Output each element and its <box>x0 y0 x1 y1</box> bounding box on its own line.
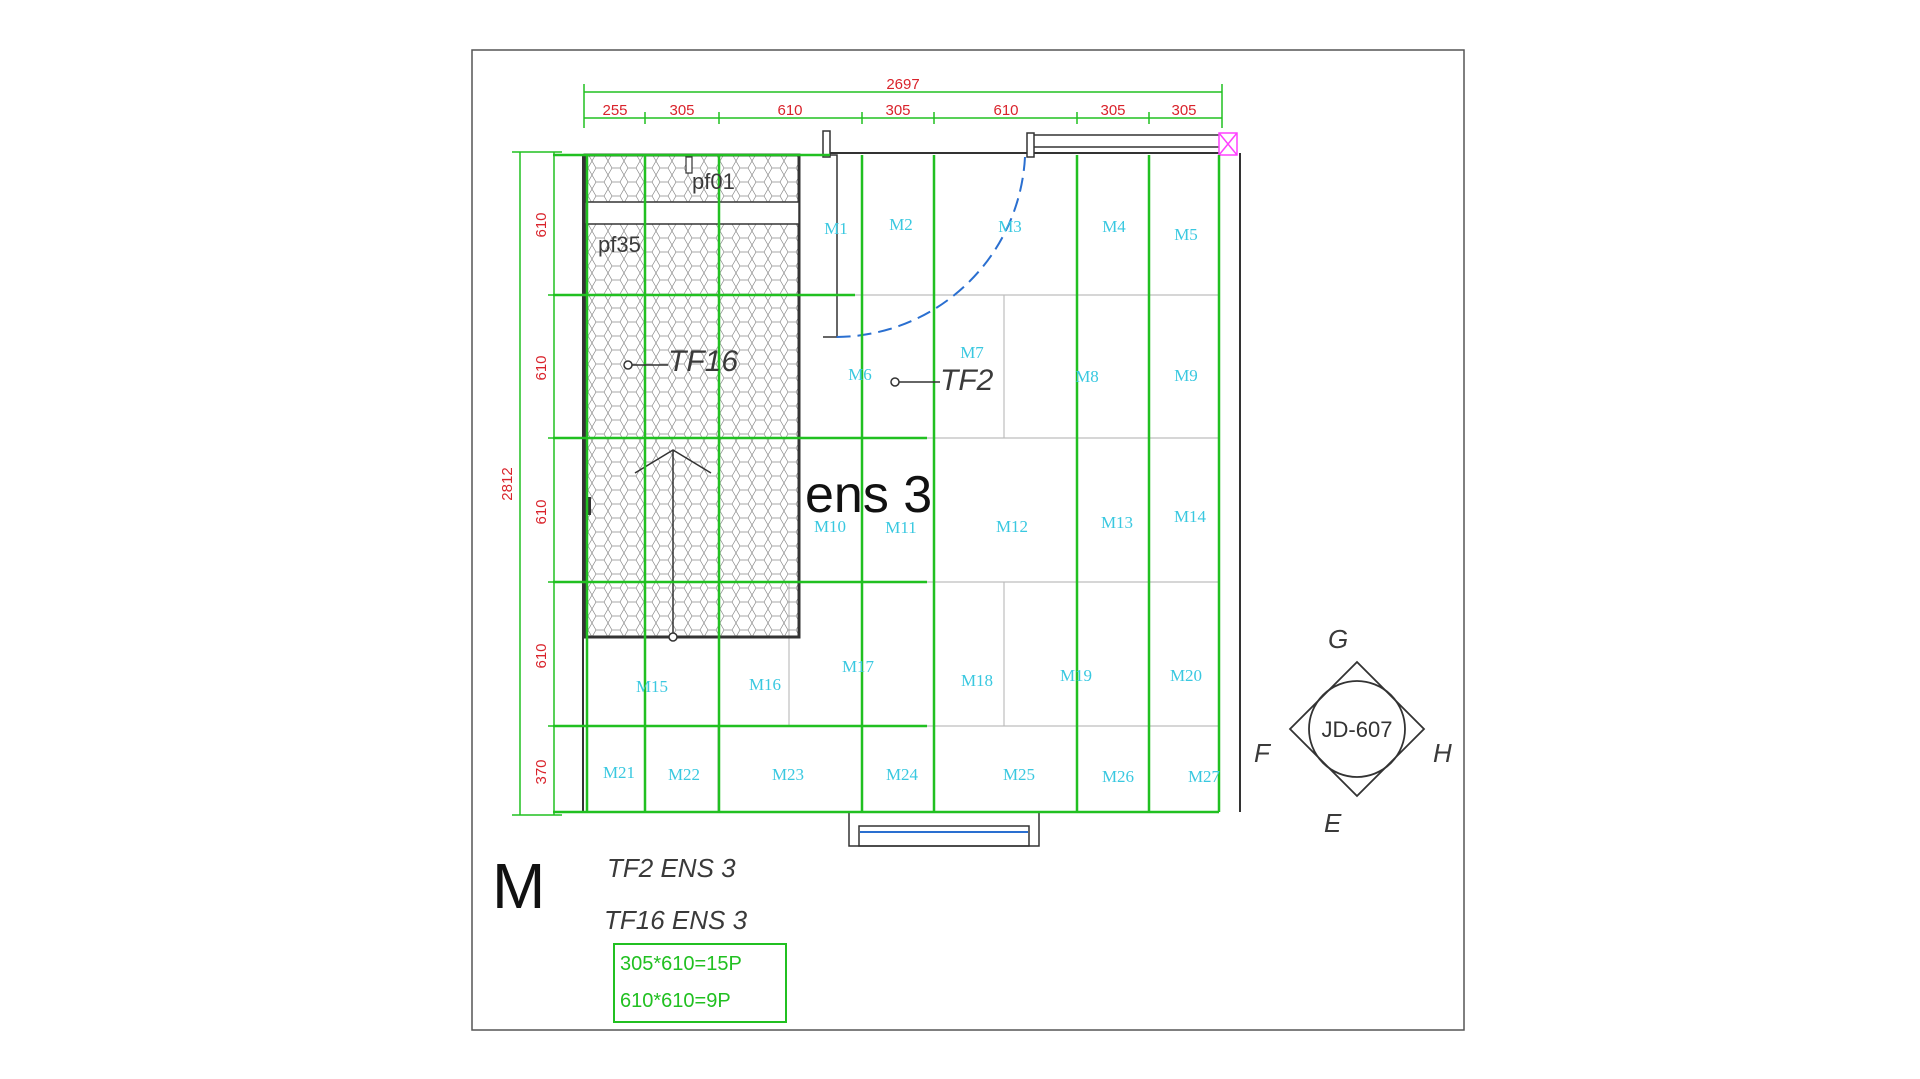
tile-label: M9 <box>1174 366 1198 385</box>
tile-label: M26 <box>1102 767 1134 786</box>
compass: JD-607 G F H E <box>1254 624 1452 838</box>
window <box>848 811 1040 847</box>
tile-label: M8 <box>1075 367 1099 386</box>
tile-label: M15 <box>636 677 668 696</box>
legend-line-2: 610*610=9P <box>620 990 731 1012</box>
tile-label: M11 <box>885 518 917 537</box>
tile-label: M13 <box>1101 513 1133 532</box>
dimension-top-5: 610 <box>993 102 1018 119</box>
tile-label: M20 <box>1170 666 1202 685</box>
compass-bottom-letter: E <box>1324 808 1342 838</box>
tf2-marker <box>890 377 900 387</box>
room-label: ens 3 <box>805 466 932 524</box>
dimension-top-6: 305 <box>1100 102 1125 119</box>
dimension-top-4: 305 <box>885 102 910 119</box>
tile-label: M7 <box>960 343 984 362</box>
compass-code: JD-607 <box>1322 717 1393 742</box>
top-dimension-lines <box>583 84 1223 128</box>
pf35-label: pf35 <box>598 232 641 257</box>
tile-label: M10 <box>814 517 846 536</box>
tile-label: M2 <box>889 215 913 234</box>
tile-label: M1 <box>824 219 848 238</box>
dimension-top-2: 305 <box>669 102 694 119</box>
tile-label: M22 <box>668 765 700 784</box>
shower-area <box>583 153 801 642</box>
tile-label: M17 <box>842 657 875 676</box>
dimension-top-1: 255 <box>602 102 627 119</box>
tile-label: M4 <box>1102 217 1126 236</box>
tile-label: M27 <box>1188 767 1221 786</box>
dimension-left-4: 610 <box>533 643 550 668</box>
dimension-left-3: 610 <box>533 499 550 524</box>
pf01-label: pf01 <box>692 169 735 194</box>
sheet-frame <box>471 49 1465 1031</box>
tile-label: M18 <box>961 671 993 690</box>
dimension-left-2: 610 <box>533 355 550 380</box>
tile-label: M25 <box>1003 765 1035 784</box>
tile-label: M12 <box>996 517 1028 536</box>
tile-label: M3 <box>998 217 1022 236</box>
dimension-total-width: 2697 <box>886 76 919 93</box>
compass-right-letter: H <box>1433 738 1452 768</box>
left-dimension-lines <box>512 151 562 816</box>
door <box>834 132 1238 339</box>
tile-label: M24 <box>886 765 919 784</box>
dimension-top-3: 610 <box>777 102 802 119</box>
tf16-label: TF16 <box>668 345 738 378</box>
glass-panel <box>822 130 838 338</box>
dimension-left-5: 370 <box>533 759 550 784</box>
tile-label: M5 <box>1174 225 1198 244</box>
tile-label: M14 <box>1174 507 1207 526</box>
tile-label: M16 <box>749 675 781 694</box>
dimension-total-height: 2812 <box>499 467 516 500</box>
dimension-left-1: 610 <box>533 212 550 237</box>
compass-left-letter: F <box>1254 738 1272 768</box>
tf16-marker <box>623 360 633 370</box>
note-tf2: TF2 ENS 3 <box>607 853 736 883</box>
tile-label: M6 <box>848 365 872 384</box>
sheet-letter: M <box>492 850 545 922</box>
legend-box <box>613 943 787 1023</box>
compass-top-letter: G <box>1328 624 1348 654</box>
legend-line-1: 305*610=15P <box>620 953 742 975</box>
tile-label: M19 <box>1060 666 1092 685</box>
tile-label: M21 <box>603 763 635 782</box>
tile-grid <box>553 153 1221 814</box>
note-tf16: TF16 ENS 3 <box>604 905 748 935</box>
tf2-label: TF2 <box>940 364 994 397</box>
dimension-top-7: 305 <box>1171 102 1196 119</box>
tile-label: M23 <box>772 765 804 784</box>
